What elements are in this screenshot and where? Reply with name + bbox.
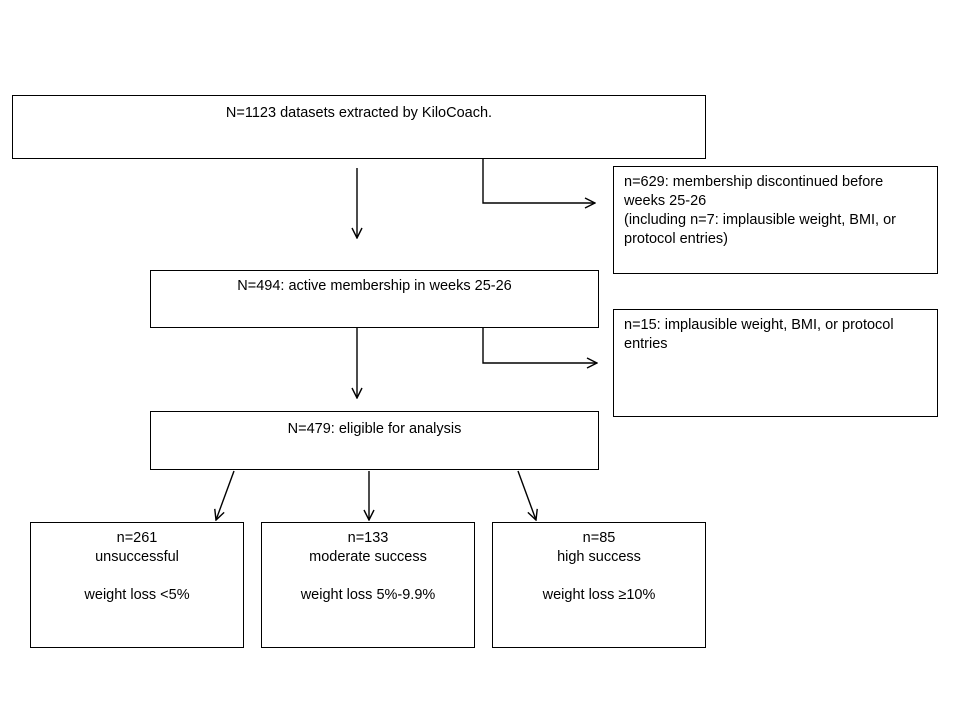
discontinued-line-2: (including n=7: implausible weight, BMI,…	[624, 212, 897, 228]
unsuccessful-line-3: weight loss <5%	[84, 587, 190, 603]
box-datasets-extracted: N=1123 datasets extracted by KiloCoach.	[12, 95, 706, 159]
box-membership-discontinued: n=629: membership discontinued before wee…	[613, 166, 938, 274]
box-active-membership: N=494: active membership in weeks 25-26	[150, 270, 599, 328]
box-eligible-for-analysis: N=479: eligible for analysis	[150, 411, 599, 470]
arrow-extracted-to-discontinued	[482, 158, 595, 203]
implausible-line-1: entries	[624, 336, 668, 352]
arrow-active-to-implausible	[482, 328, 597, 363]
box-implausible-entries: n=15: implausible weight, BMI, or protoc…	[613, 309, 938, 417]
discontinued-line-1: weeks 25-26	[624, 193, 707, 209]
box-unsuccessful: n=261 unsuccessful weight loss <5%	[30, 522, 244, 648]
blank-line	[31, 567, 243, 586]
blank-line	[493, 567, 705, 586]
high-line-1: high success	[557, 549, 641, 565]
moderate-line-0: n=133	[347, 530, 389, 546]
blank-line	[262, 567, 474, 586]
discontinued-line-3: protocol entries)	[624, 231, 728, 247]
box-moderate-success: n=133 moderate success weight loss 5%-9.9%	[261, 522, 475, 648]
unsuccessful-line-0: n=261	[116, 530, 158, 546]
moderate-line-1: moderate success	[309, 549, 427, 565]
high-line-0: n=85	[582, 530, 616, 546]
eligible-line-0: N=479: eligible for analysis	[287, 421, 462, 437]
box-high-success: n=85 high success weight loss ≥10%	[492, 522, 706, 648]
arrow-eligible-to-unsuccessful	[216, 470, 235, 520]
active-line-0: N=494: active membership in weeks 25-26	[237, 278, 512, 294]
unsuccessful-line-1: unsuccessful	[95, 549, 179, 565]
discontinued-line-0: n=629: membership discontinued before	[624, 174, 884, 190]
high-line-3: weight loss ≥10%	[542, 587, 656, 603]
arrow-eligible-to-high	[517, 470, 536, 520]
implausible-line-0: n=15: implausible weight, BMI, or protoc…	[624, 317, 894, 333]
extracted-line-0: N=1123 datasets extracted by KiloCoach.	[225, 105, 493, 121]
moderate-line-3: weight loss 5%-9.9%	[300, 587, 436, 603]
